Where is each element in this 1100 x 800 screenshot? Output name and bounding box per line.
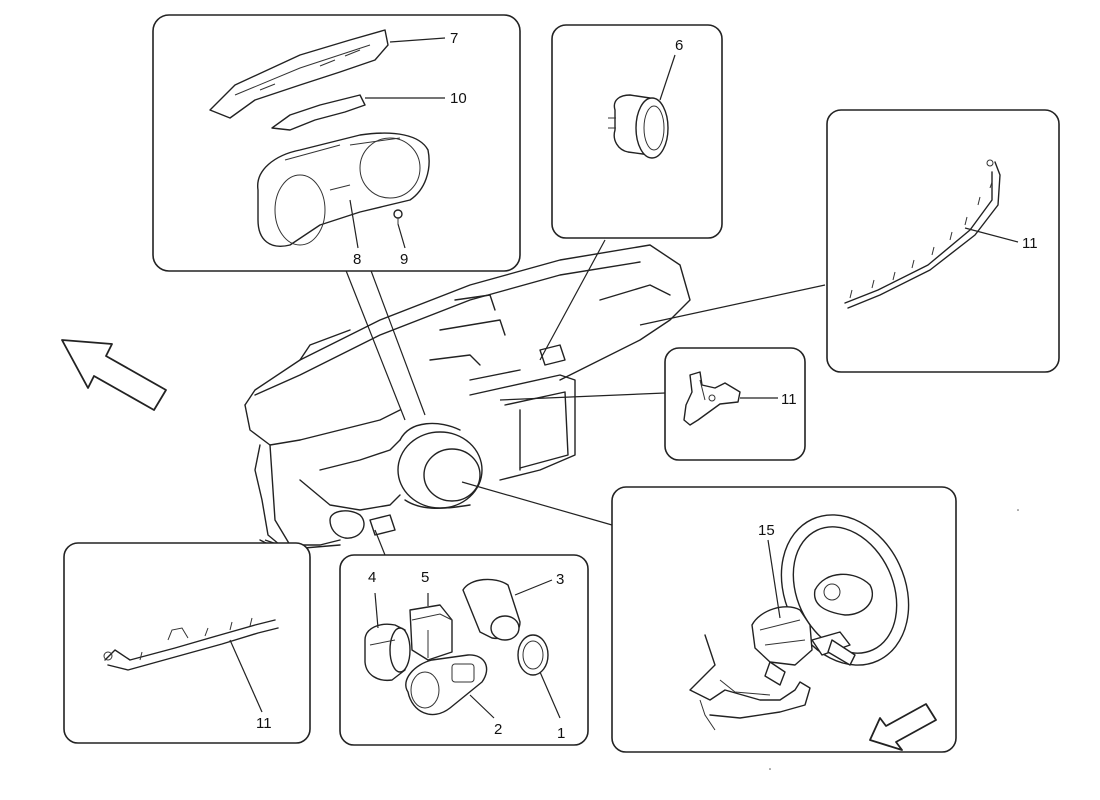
light-strip-upper-part [844,159,1001,309]
ring-part [517,634,549,676]
light-strip-panel-lower: 11 [63,542,311,744]
callout-4: 4 [368,569,376,586]
light-switch-part [364,623,411,682]
callout-15: 15 [758,522,775,539]
callout-1: 1 [557,725,565,742]
callout-10: 10 [450,90,467,107]
callout-11-upper: 11 [1022,235,1038,252]
panel-connector-lines [264,239,826,556]
column-bracket-part [689,634,811,731]
callout-5: 5 [421,569,429,586]
callout-6: 6 [675,37,683,54]
callout-9: 9 [400,251,408,268]
front-direction-arrow [61,339,167,411]
instrument-cluster-part [257,132,430,247]
steering-panel: 15 [611,486,957,753]
clock-panel: 6 [551,24,723,239]
cluster-trim-part [271,94,366,131]
instrument-cluster-panel: 7 10 8 9 [152,14,521,272]
start-button-part [462,578,521,641]
clock-part [608,94,669,159]
light-strip-lower-part [103,617,279,671]
screw-part [393,209,403,224]
callout-11-lower: 11 [256,715,272,732]
bracket-panel: 11 [664,347,806,461]
light-strip-panel-upper: 11 [826,109,1060,373]
callout-3: 3 [556,571,564,588]
bracket-part [683,371,741,426]
callout-11-bracket: 11 [781,391,797,408]
switch-module-part [409,604,453,661]
column-switch-part [751,606,856,686]
callout-7: 7 [450,30,458,47]
callout-2: 2 [494,721,502,738]
rear-direction-arrow [869,703,937,751]
switches-panel: 4 5 3 2 1 [339,554,589,746]
trim-bezel-part [405,654,488,716]
cluster-cover-part [209,29,389,119]
callout-8: 8 [353,251,361,268]
